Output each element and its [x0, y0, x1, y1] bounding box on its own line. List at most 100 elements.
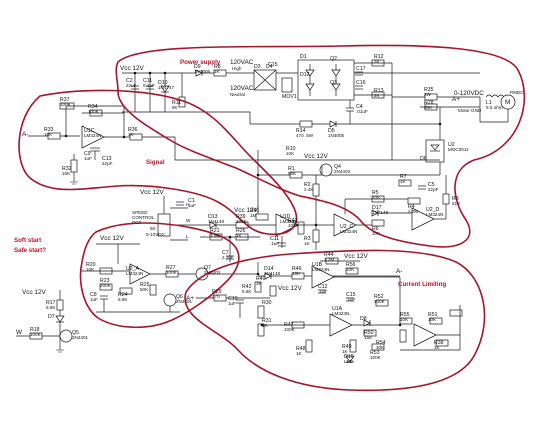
val-q4: 2N4403	[334, 169, 351, 174]
ref-r6: R6	[372, 226, 379, 232]
annotation-safe-start: Safe start?	[14, 247, 46, 254]
rail-vcc-mid: Vcc 12V	[304, 153, 329, 160]
annotation-signal: Signal	[146, 159, 165, 166]
rail-vcc-softstart: Vcc 12V	[100, 235, 125, 242]
ref-r50: R50	[364, 330, 374, 336]
val-r5: 10K	[372, 195, 381, 200]
val-r3: 1K	[304, 241, 311, 246]
ref-r53: R53	[370, 350, 380, 356]
ref-r25: R25	[140, 282, 150, 288]
val-r49: 1K	[342, 349, 349, 354]
ref-u1d: U1D	[280, 214, 291, 220]
ref-r56: R56	[346, 262, 356, 268]
rail-vcc-top: Vcc 12V	[120, 65, 145, 72]
label-motor-m: M	[505, 99, 510, 106]
ref-u1a: U1A	[332, 306, 343, 312]
val-r55: 10K	[400, 317, 409, 322]
val-c1: 1uF	[188, 203, 196, 208]
ref-r52: R52	[374, 294, 384, 300]
label-pin-l: L	[186, 234, 189, 239]
ref-r4: R4	[408, 204, 415, 210]
val-r50: 15K	[364, 335, 373, 340]
ref-r5: R5	[372, 190, 379, 196]
val-r41: 1M	[250, 213, 257, 218]
ref-r54: R54	[376, 340, 386, 346]
ref-d5: D5	[328, 128, 335, 134]
ref-c15: C15	[268, 62, 278, 68]
ref-mov1: MOV1	[282, 94, 297, 100]
ref-r20: R20	[86, 262, 96, 268]
val-r12: 2K	[374, 59, 381, 64]
val-r20: 10K	[86, 267, 95, 272]
ref-r24: R24	[118, 292, 128, 298]
current-limit-region	[184, 249, 486, 392]
val-u1b: LM324N	[312, 267, 329, 272]
ref-d12: D12	[300, 72, 310, 78]
val-q5: 2N4401	[72, 335, 89, 340]
ref-r34: R34	[88, 104, 98, 110]
ref-u2-d: U2_D	[426, 207, 440, 213]
ref-c12: C12	[318, 284, 328, 290]
ref-r8: R8	[214, 64, 221, 70]
ref-l1: L1	[486, 100, 492, 106]
val-q7: 2N4403	[204, 270, 221, 275]
val-r23: 200K	[100, 283, 112, 288]
val-r10: 10K	[286, 151, 295, 156]
soft-start-region	[79, 222, 240, 329]
ref-d17: D17	[372, 205, 382, 211]
ref-d9: D9	[194, 64, 201, 70]
ref-q2: Q2	[330, 56, 337, 62]
val-d17: 1N4148	[372, 210, 389, 215]
val-r14: 470 .5W	[296, 133, 314, 138]
ref-r40: R40	[256, 276, 266, 282]
val-c2: 22uF	[126, 83, 137, 88]
label-a-minus-cl: A-	[396, 268, 402, 275]
val-r7: 1K	[400, 179, 407, 184]
val-r25: 50K	[140, 287, 149, 292]
label-a-plus-out: A+	[452, 96, 460, 103]
val-c11b: .1uF	[270, 241, 279, 246]
ref-r42: R42	[242, 284, 252, 290]
val-r48: 1K	[296, 351, 303, 356]
label-pmdc: PMDC	[510, 90, 524, 95]
ref-r51: R51	[428, 312, 438, 318]
ref-d14: D14	[264, 266, 274, 272]
val-r13: 2K	[374, 93, 381, 98]
ref-r33: R33	[44, 127, 54, 133]
val-c10: 1uF	[228, 301, 236, 306]
ref-c17: C17	[356, 66, 366, 72]
ref-c8: C8	[90, 292, 97, 298]
ref-u1c: U1C	[84, 128, 95, 134]
ref-r35: R35	[424, 87, 434, 93]
val-r26: 1K	[236, 233, 243, 238]
label-speed: SPEED	[132, 210, 148, 215]
ref-u2-c: U2_C	[340, 224, 354, 230]
val-r40: 3K	[256, 281, 263, 286]
rail-vcc-speed: Vcc 12V	[140, 189, 165, 196]
val-r46: 10K	[292, 271, 301, 276]
label-out-dc: 0-120VDC	[454, 90, 484, 97]
val-u2-c: LM324N	[340, 229, 357, 234]
val-c12: .1uF	[318, 289, 327, 294]
val-r56: 10K	[346, 267, 355, 272]
ref-r14: R14	[296, 128, 306, 134]
ref-d10: D10	[158, 80, 168, 86]
val-r36: 1K	[128, 132, 135, 137]
label-a-plus-in: A+	[186, 295, 194, 302]
val-r47: 100K	[284, 327, 296, 332]
ref-r43: R43	[288, 218, 298, 224]
val-r24: 5.6K	[118, 297, 128, 302]
ref-r21: R21	[210, 228, 220, 234]
val-r39: 100K	[236, 219, 248, 224]
ref-r47: R47	[284, 322, 294, 328]
ref-c13: C13	[102, 156, 112, 162]
val-r43: 100K	[288, 223, 300, 228]
ref-q5: Q5	[72, 330, 79, 336]
ref-r9: R9	[452, 196, 459, 202]
val-r42: 5.6K	[242, 289, 252, 294]
val-u2-a: LM324N	[126, 271, 143, 276]
val-r53: 100K	[370, 355, 382, 360]
ref-r39: R39	[236, 214, 246, 220]
annotation-soft-start: Soft start	[14, 237, 41, 244]
val-r18: 100K	[30, 332, 42, 337]
